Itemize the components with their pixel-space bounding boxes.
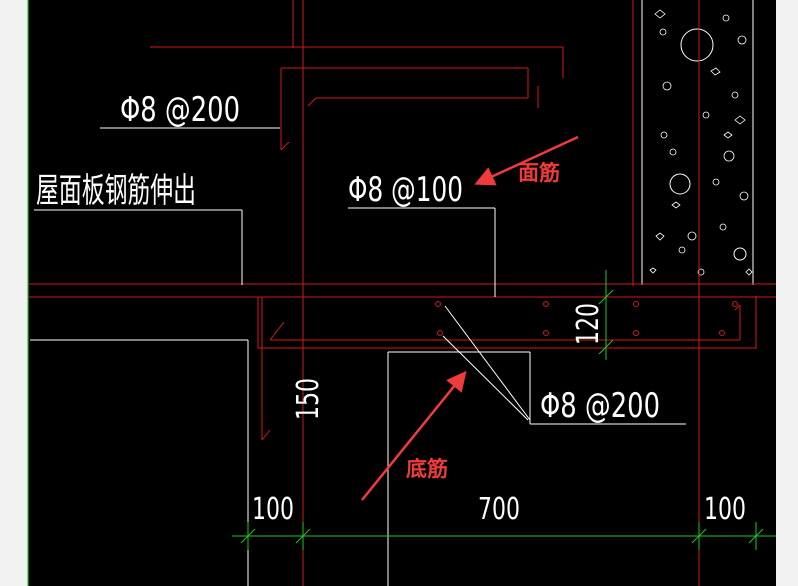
roof-slab-note: 屋面板钢筋伸出 <box>36 171 196 211</box>
dim-right-100-label: 100 <box>704 492 746 527</box>
bottom-rebar-arrow <box>361 370 467 501</box>
top-rebar-label: Φ8 @200 <box>120 90 240 130</box>
dim-150-label: 150 <box>291 378 326 420</box>
concrete-column-hatch <box>641 0 754 285</box>
bottom-rebar-spec: Φ8 @200 <box>540 386 660 426</box>
dim-middle-700-label: 700 <box>478 492 520 527</box>
dimension-lines <box>232 270 776 550</box>
dim-left-100-label: 100 <box>252 492 294 527</box>
face-rebar-spec: Φ8 @100 <box>348 170 463 210</box>
red-axis-lines <box>28 0 776 586</box>
face-rebar-annotation: 面筋 <box>518 161 560 185</box>
slab-rebar-red <box>28 296 776 441</box>
dim-120-label: 120 <box>571 303 606 345</box>
bottom-rebar-annotation: 底筋 <box>406 457 448 481</box>
face-rebar-arrow <box>474 135 579 186</box>
rebar-dots <box>435 301 738 336</box>
